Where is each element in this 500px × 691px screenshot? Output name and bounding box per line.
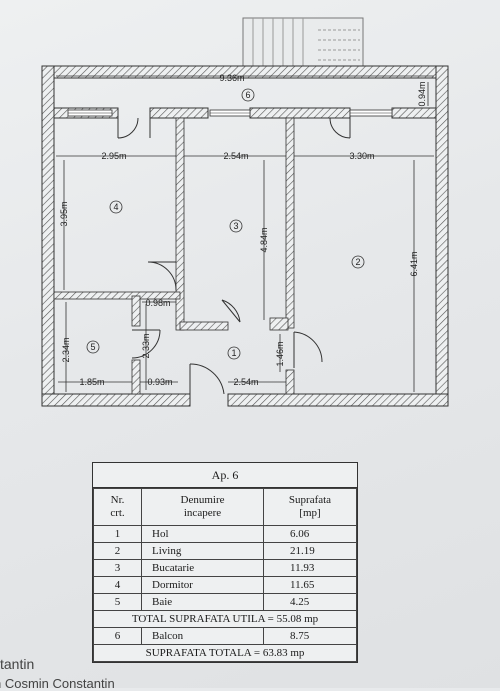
table-row: 1 Hol 6.06 bbox=[93, 525, 357, 543]
dim-hall-depth: 1.46m bbox=[275, 341, 285, 366]
header-name: Denumire incapere bbox=[141, 488, 264, 526]
room-number-1: 1 bbox=[227, 346, 241, 360]
cell-name: Balcon bbox=[141, 627, 264, 645]
cell-name: Hol bbox=[141, 525, 264, 543]
dim-bath-inner: 2.33m bbox=[141, 333, 151, 358]
cell-nr: 4 bbox=[93, 576, 142, 594]
cell-nr: 5 bbox=[93, 593, 142, 611]
svg-text:4: 4 bbox=[113, 202, 118, 212]
dim-bath-width: 1.85m bbox=[79, 377, 104, 387]
svg-text:6: 6 bbox=[245, 90, 250, 100]
cell-nr: 3 bbox=[93, 559, 142, 577]
room-number-2: 2 bbox=[351, 255, 365, 269]
table-header-row: Nr. crt. Denumire incapere Suprafata [mp… bbox=[93, 488, 357, 526]
dim-room3-height: 4.84m bbox=[259, 227, 269, 252]
total-text: SUPRAFATA TOTALA = 63.83 mp bbox=[93, 644, 357, 662]
svg-text:5: 5 bbox=[90, 342, 95, 352]
dim-room2-width: 3.30m bbox=[349, 151, 374, 161]
cell-name: Baie bbox=[141, 593, 264, 611]
dim-door-width: 0.98m bbox=[145, 298, 170, 308]
dim-total-width: 9.36m bbox=[219, 73, 244, 83]
table-row: 3 Bucatarie 11.93 bbox=[93, 559, 357, 577]
cell-nr: 6 bbox=[93, 627, 142, 645]
header-area: Suprafata [mp] bbox=[263, 488, 357, 526]
cell-area: 8.75 bbox=[263, 627, 357, 645]
cell-area: 6.06 bbox=[263, 525, 357, 543]
cell-area: 11.65 bbox=[263, 576, 357, 594]
balcony-doors bbox=[117, 117, 351, 139]
room-number-3: 3 bbox=[229, 219, 243, 233]
dim-room3-width: 2.54m bbox=[223, 151, 248, 161]
dim-balcony-depth: 0.94m bbox=[417, 81, 427, 106]
cell-area: 21.19 bbox=[263, 542, 357, 560]
outer-walls bbox=[41, 65, 449, 407]
footer-text-line1: tantin bbox=[0, 656, 35, 672]
table-row: 4 Dormitor 11.65 bbox=[93, 576, 357, 594]
table-title: Ap. 6 bbox=[93, 463, 357, 488]
footer-text-line2: n Cosmin Constantin bbox=[0, 676, 115, 691]
cell-area: 11.93 bbox=[263, 559, 357, 577]
interior-walls bbox=[53, 117, 295, 395]
dim-bath-depth: 2.34m bbox=[61, 337, 71, 362]
room-number-5: 5 bbox=[86, 340, 100, 354]
staircase bbox=[242, 17, 364, 69]
room-number-4: 4 bbox=[109, 200, 123, 214]
table-row: 5 Baie 4.25 bbox=[93, 593, 357, 611]
svg-text:2: 2 bbox=[355, 257, 360, 267]
cell-name: Dormitor bbox=[141, 576, 264, 594]
dim-room4-width: 2.95m bbox=[101, 151, 126, 161]
cell-name: Living bbox=[141, 542, 264, 560]
total-util-text: TOTAL SUPRAFATA UTILA = 55.08 mp bbox=[93, 610, 357, 628]
svg-text:1: 1 bbox=[231, 348, 236, 358]
total-row: SUPRAFATA TOTALA = 63.83 mp bbox=[93, 644, 357, 662]
total-util-row: TOTAL SUPRAFATA UTILA = 55.08 mp bbox=[93, 610, 357, 628]
cell-name: Bucatarie bbox=[141, 559, 264, 577]
area-table: Ap. 6 Nr. crt. Denumire incapere Suprafa… bbox=[92, 462, 358, 663]
dim-room2-height: 6.41m bbox=[409, 251, 419, 276]
cell-area: 4.25 bbox=[263, 593, 357, 611]
floor-plan: 9.36m 0.94m 2.95m 2.54m 3.30m 3.95m 4.84… bbox=[41, 17, 449, 407]
dim-room4-height: 3.95m bbox=[59, 201, 69, 226]
room-number-balcony: 6 bbox=[241, 88, 255, 102]
cell-nr: 1 bbox=[93, 525, 142, 543]
dim-corridor: 0.93m bbox=[147, 377, 172, 387]
windows bbox=[67, 109, 393, 117]
header-nr: Nr. crt. bbox=[93, 488, 142, 526]
svg-text:3: 3 bbox=[233, 221, 238, 231]
area-grid: Nr. crt. Denumire incapere Suprafata [mp… bbox=[93, 488, 357, 662]
table-row: 2 Living 21.19 bbox=[93, 542, 357, 560]
balcony-row: 6 Balcon 8.75 bbox=[93, 627, 357, 645]
cell-nr: 2 bbox=[93, 542, 142, 560]
dimension-lines bbox=[56, 75, 434, 392]
dim-hall-width: 2.54m bbox=[233, 377, 258, 387]
